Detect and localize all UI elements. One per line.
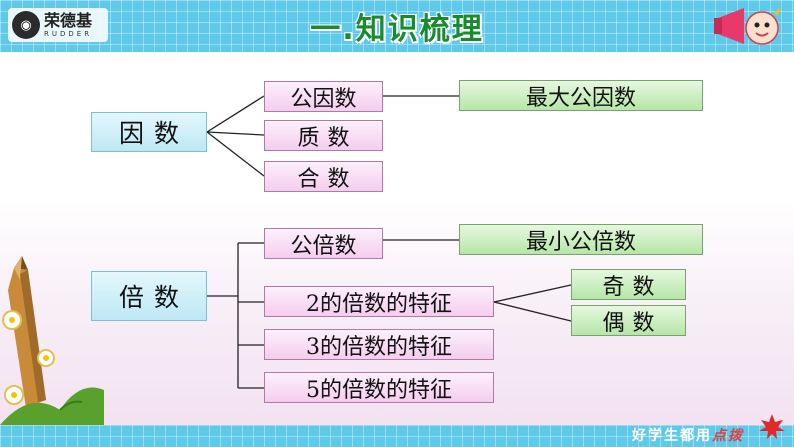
factor-root-box: 因数 [91, 112, 207, 152]
megaphone-mascot-icon [714, 8, 780, 45]
footer-slogan: 好学生都用点拨 [632, 425, 744, 445]
gcf-box: 最大公因数 [459, 80, 703, 111]
logo-english: RUDDER [44, 29, 93, 38]
logo-chinese: 荣德基 [44, 10, 93, 30]
multiple-of-5-box: 5的倍数的特征 [264, 372, 494, 403]
common-multiple-box: 公倍数 [264, 228, 383, 259]
even-number-box: 偶数 [571, 305, 686, 336]
multiple-of-3-box: 3的倍数的特征 [264, 329, 494, 360]
lcm-box: 最小公倍数 [459, 224, 703, 255]
maple-leaf-icon [759, 414, 785, 439]
prime-number-box: 质数 [264, 120, 383, 151]
multiple-of-2-box: 2的倍数的特征 [264, 286, 494, 317]
composite-number-box: 合数 [264, 161, 383, 192]
slogan-text: 好学生都用 [632, 428, 712, 444]
pencil-flower-decoration-icon [0, 256, 104, 425]
logo-face-icon: ◉ [12, 11, 40, 39]
multiple-root-box: 倍数 [91, 271, 207, 321]
odd-number-box: 奇数 [571, 269, 686, 300]
slogan-brand: 点拨 [712, 428, 744, 444]
common-factor-box: 公因数 [264, 81, 383, 112]
footer-band: 好学生都用点拨 [0, 414, 794, 447]
header-band: ◉ 荣德基 RUDDER 一.知识梳理 [0, 0, 794, 52]
page-title: 一.知识梳理 [310, 12, 484, 47]
brand-logo: ◉ 荣德基 RUDDER [8, 8, 108, 42]
